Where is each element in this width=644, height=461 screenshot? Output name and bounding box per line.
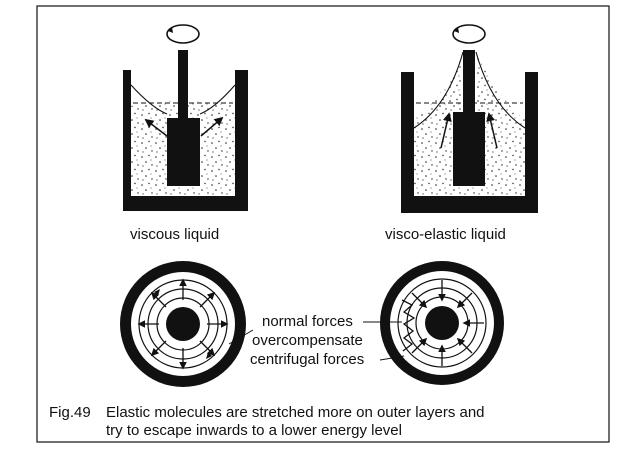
leader-centrifugal <box>379 355 405 361</box>
visco-elastic-spindle-top <box>425 306 459 340</box>
leader-overcompensate <box>228 329 254 345</box>
caption-line-1: Elastic molecules are stretched more on … <box>106 404 485 421</box>
viscous-top-view <box>120 261 246 387</box>
caption-fig-number: Fig.49 <box>49 404 91 421</box>
viscous-surface-left <box>130 84 168 115</box>
viscous-rotation-icon <box>166 24 200 44</box>
visco-elastic-arrow-left <box>440 112 452 149</box>
visco-elastic-flow-ring-1 <box>397 278 487 368</box>
visco-elastic-arrow-se <box>456 337 473 354</box>
viscous-beaker-wall <box>123 70 248 211</box>
viscous-spindle-shaft <box>178 50 188 120</box>
viscous-surface-right <box>199 84 236 115</box>
viscous-arrow-ne <box>199 291 216 308</box>
viscous-arrow-sw <box>150 340 167 357</box>
visco-elastic-top-view <box>380 261 504 385</box>
figure-frame <box>36 5 610 443</box>
visco-elastic-rotation-icon <box>452 24 486 44</box>
visco-elastic-beaker-wall <box>401 72 538 213</box>
viscous-rotation-tick-2 <box>206 352 212 359</box>
centrifugal-forces-label: centrifugal forces <box>250 351 365 368</box>
visco-elastic-spindle-shaft <box>463 50 475 118</box>
visco-elastic-beaker <box>401 24 538 213</box>
overcompensate-label: overcompensate <box>252 332 363 349</box>
viscous-rotation-arrowhead <box>168 27 173 33</box>
visco-elastic-spindle-body <box>453 112 485 186</box>
viscous-arrow-left <box>144 118 168 137</box>
viscous-spindle-top <box>166 307 200 341</box>
viscous-arrow-right <box>200 116 224 137</box>
visco-elastic-arrow-sw <box>411 337 428 354</box>
visco-elastic-liquid-label: visco-elastic liquid <box>385 226 506 243</box>
visco-elastic-surface-left <box>413 51 464 129</box>
viscous-arrow-se <box>199 340 216 357</box>
label-leaders <box>228 321 405 361</box>
viscous-liquid-label: viscous liquid <box>130 226 220 243</box>
viscous-spindle-body <box>167 118 200 186</box>
viscous-beaker <box>123 24 248 211</box>
visco-elastic-zigzag-molecule <box>401 299 416 352</box>
visco-elastic-rotation-arrowhead <box>454 27 459 33</box>
caption-line-2: try to escape inwards to a lower energy … <box>106 422 402 439</box>
viscous-rotation-tick-1 <box>154 289 160 296</box>
viscous-arrow-nw <box>150 291 167 308</box>
normal-forces-label: normal forces <box>262 313 353 330</box>
visco-elastic-arrow-nw <box>411 292 428 309</box>
visco-elastic-surface-right <box>475 51 526 129</box>
visco-elastic-arrow-ne <box>456 292 473 309</box>
visco-elastic-arrow-right <box>486 112 498 149</box>
